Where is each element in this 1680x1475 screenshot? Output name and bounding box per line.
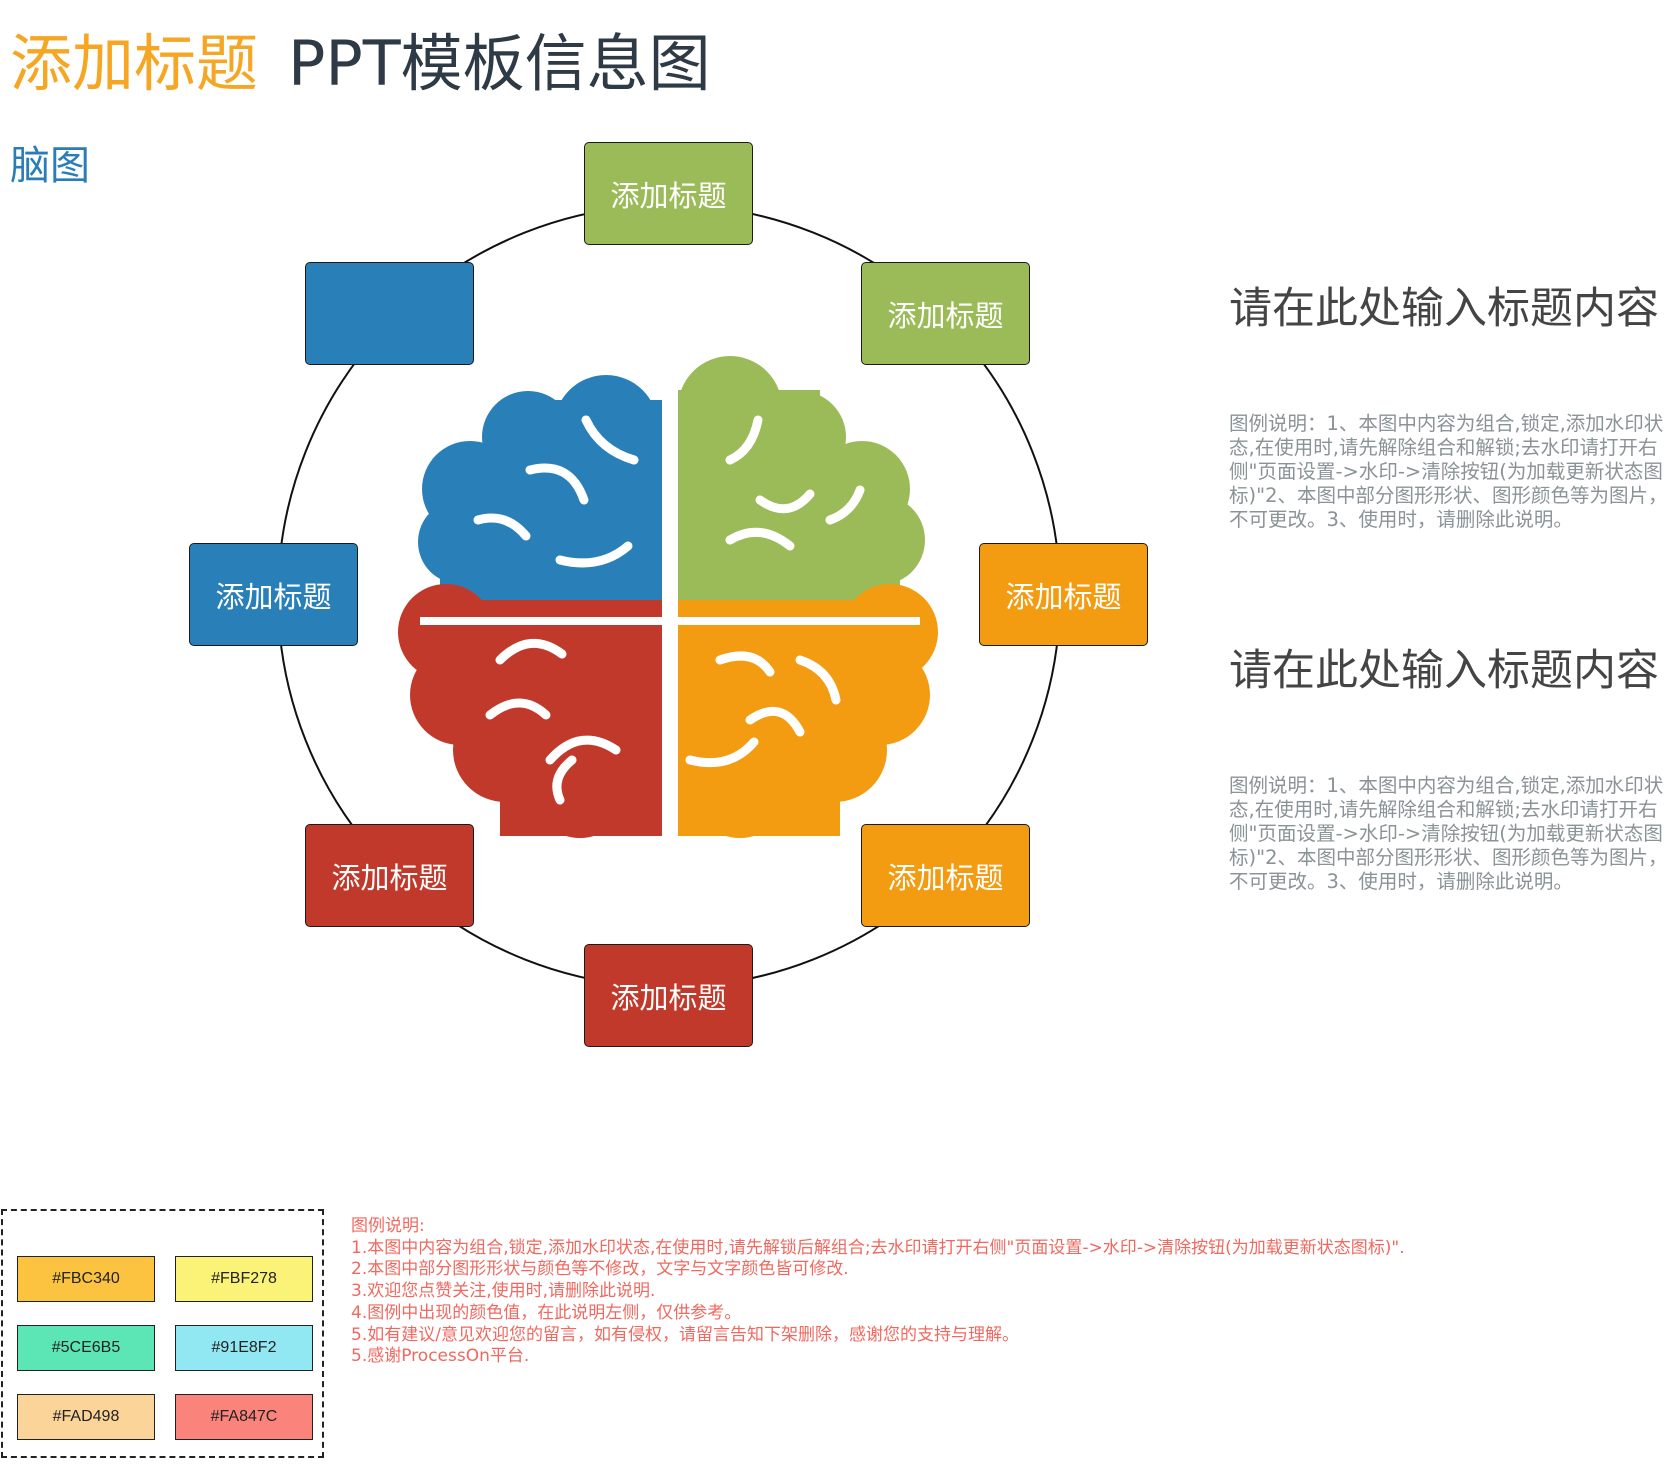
legend-box: #FBC340 #FBF278 #5CE6B5 #91E8F2 #FAD498 …: [1, 1209, 324, 1458]
side-description-2: 图例说明：1、本图中内容为组合,锁定,添加水印状态,在使用时,请先解除组合和解锁…: [1229, 774, 1668, 893]
page-subtitle: 脑图: [10, 143, 90, 189]
brain-lobe-top-left: [418, 375, 662, 625]
swatch-91e8f2: #91E8F2: [175, 1325, 313, 1371]
side-title-2: 请在此处输入标题内容: [1229, 646, 1659, 696]
note-line: 3.欢迎您点赞关注,使用时,请删除此说明.: [351, 1281, 656, 1302]
legend-notes: 图例说明: 1.本图中内容为组合,锁定,添加水印状态,在使用时,请先解锁后解组合…: [351, 1216, 1405, 1368]
node-bottom-right[interactable]: 添加标题: [861, 824, 1030, 927]
node-left[interactable]: 添加标题: [189, 543, 358, 646]
note-line: 5.如有建议/意见欢迎您的留言，如有侵权，请留言告知下架删除，感谢您的支持与理解…: [351, 1324, 1019, 1345]
node-top-right[interactable]: 添加标题: [861, 262, 1030, 365]
note-line: 2.本图中部分图形形状与颜色等不修改，文字与文字颜色皆可修改.: [351, 1259, 849, 1280]
note-line: 4.图例中出现的颜色值，在此说明左侧，仅供参考。: [351, 1302, 742, 1323]
brain-icon: [398, 340, 938, 860]
node-top[interactable]: 添加标题: [584, 142, 753, 245]
side-description-1: 图例说明：1、本图中内容为组合,锁定,添加水印状态,在使用时,请先解除组合和解锁…: [1229, 412, 1668, 531]
swatch-5ce6b5: #5CE6B5: [17, 1325, 155, 1371]
note-line: 5.感谢ProcessOn平台.: [351, 1346, 530, 1367]
swatch-fad498: #FAD498: [17, 1394, 155, 1440]
side-title-1: 请在此处输入标题内容: [1229, 284, 1659, 334]
header-title-main: PPT模板信息图: [288, 27, 711, 100]
note-line: 1.本图中内容为组合,锁定,添加水印状态,在使用时,请先解锁后解组合;去水印请打…: [351, 1237, 1405, 1258]
node-bottom[interactable]: 添加标题: [584, 944, 753, 1047]
header-title-accent: 添加标题: [10, 27, 259, 100]
node-right[interactable]: 添加标题: [979, 543, 1148, 646]
note-line: 图例说明:: [351, 1216, 425, 1236]
swatch-fa847c: #FA847C: [175, 1394, 313, 1440]
node-bottom-left[interactable]: 添加标题: [305, 824, 474, 927]
node-top-left[interactable]: [305, 262, 474, 365]
swatch-fbf278: #FBF278: [175, 1256, 313, 1302]
swatch-fbc340: #FBC340: [17, 1256, 155, 1302]
